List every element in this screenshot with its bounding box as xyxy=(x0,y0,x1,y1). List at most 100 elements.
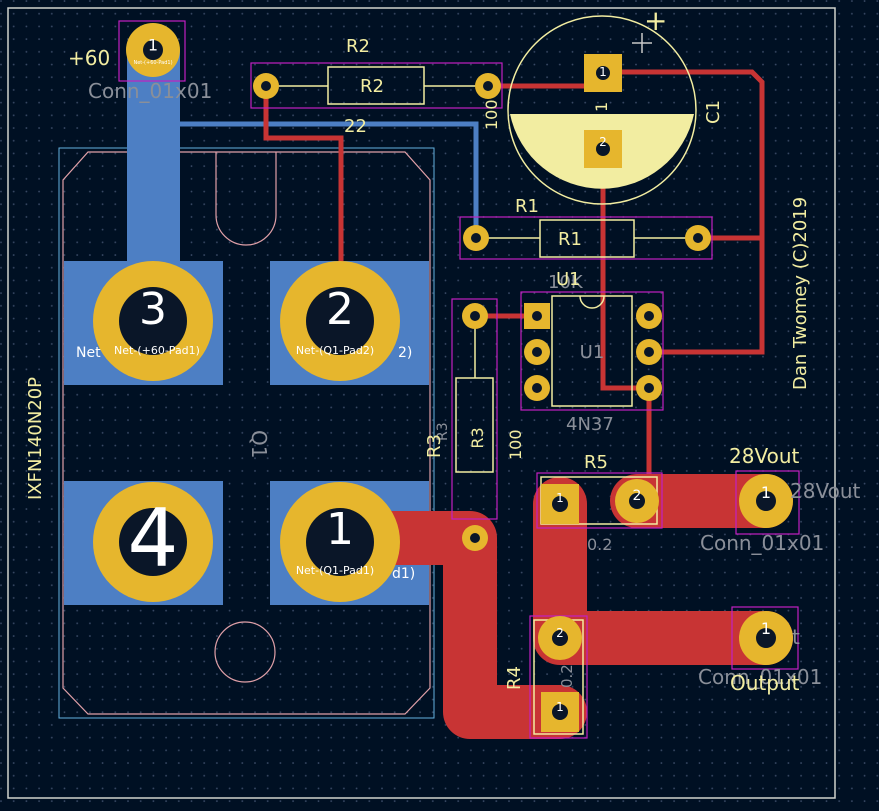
silk-q1-value: IXFN140N20P xyxy=(25,377,46,500)
pad-c1-2-hole xyxy=(596,142,610,156)
fab-r3-body: R3 xyxy=(468,427,487,448)
pad-u1-2-hole xyxy=(532,347,542,357)
pad-q1-3-hole xyxy=(119,287,187,355)
courtyard-r2 xyxy=(250,62,503,109)
q1-footprint[interactable] xyxy=(58,147,435,719)
silk-output-label: Output xyxy=(730,671,800,695)
q1-net1-suffix: d1) xyxy=(392,566,415,582)
silk-r4-ref: R4 xyxy=(504,666,525,690)
q1-pad2-number: 2 xyxy=(326,284,354,335)
fab-text: Conn_01x01 R2 22 100 R1 10K U1 4N37 R3 1… xyxy=(88,76,860,689)
r5-pad1-number: 1 xyxy=(556,491,564,505)
q1-mounting-hole xyxy=(214,621,276,683)
fab-r2-value-side: 100 xyxy=(482,99,501,130)
courtyard-r4 xyxy=(529,615,588,739)
pad-r2-2-hole xyxy=(483,81,493,91)
courtyard-28vout xyxy=(735,470,800,535)
pad-u1-6-hole xyxy=(644,311,654,321)
fab-u1-value: 4N37 xyxy=(566,414,614,435)
fab-r1-value: 10K xyxy=(548,272,584,293)
pad-28vout-1-hole xyxy=(756,491,776,511)
pad-r5-2-hole xyxy=(629,493,645,509)
silk-r3-ref: R3 xyxy=(424,434,445,458)
pad-u1-1-hole xyxy=(532,311,542,321)
fab-r5-value: 0.2 xyxy=(587,535,612,554)
q1-net3-label: Net-(+60-Pad1) xyxy=(114,344,200,357)
plus60-pad-number: 1 xyxy=(148,36,158,55)
pad-r1-1-hole xyxy=(471,233,481,243)
q1-net3-prefix: Net xyxy=(76,345,101,361)
pad-r5-1-hole xyxy=(552,496,568,512)
q1-courtyard xyxy=(58,147,435,719)
q1-net1-label: Net-(Q1-Pad1) xyxy=(296,564,374,577)
silk-plus60: +60 xyxy=(68,46,110,70)
pad-output-1-hole xyxy=(756,628,776,648)
28vout-pad-number: 1 xyxy=(761,483,771,502)
u1-notch xyxy=(579,295,605,309)
fab-output-partial: t xyxy=(792,625,800,649)
pad-r2-1-hole xyxy=(261,81,271,91)
pad-r4-2-hole xyxy=(552,630,568,646)
pad-q1-2-hole xyxy=(306,287,374,355)
silk-u1-ref: U1 xyxy=(556,269,581,290)
fab-conn-28v-ref: 28Vout xyxy=(790,479,860,503)
trace-r1-to-u1-pin5 xyxy=(649,238,765,355)
pad-q1-4-hole xyxy=(119,508,187,576)
silk-c1-ref: C1 xyxy=(703,100,724,124)
fab-r3-value: 100 xyxy=(506,429,525,460)
output-pad-number: 1 xyxy=(761,619,771,638)
silk-r1-ref: R1 xyxy=(515,196,539,217)
silk-author: Dan Twomey (C)2019 xyxy=(790,197,811,390)
q1-pad4-number: 4 xyxy=(128,492,179,585)
fab-conn-output: Conn_01x01 xyxy=(698,665,822,689)
c1-pad1-number: 1 xyxy=(599,65,607,79)
pad-u1-4-hole xyxy=(644,383,654,393)
board-edge-cuts xyxy=(7,7,836,799)
pad-u1-3-hole xyxy=(532,383,542,393)
plus60-pad-net: Net-(+60-Pad1) xyxy=(133,60,172,66)
fab-r2-body: R2 xyxy=(360,76,384,97)
q1-net2-label: Net-(Q1-Pad2) xyxy=(296,344,374,357)
pad-r1-2-hole xyxy=(693,233,703,243)
courtyard-plus60 xyxy=(118,20,186,82)
u1-body-silk xyxy=(551,295,633,407)
silk-28vout-label: 28Vout xyxy=(729,444,799,468)
pad-labels: 3 2 4 1 Net Net-(+60-Pad1) Net-(Q1-Pad2)… xyxy=(76,36,771,715)
courtyard-u1 xyxy=(520,291,664,411)
fab-conn-top-left: Conn_01x01 xyxy=(88,79,212,103)
pad-u1-5-hole xyxy=(644,347,654,357)
fab-r4-value: 0.2 xyxy=(558,664,576,688)
r5-pad2-number: 2 xyxy=(633,488,642,504)
fab-q1-ref: Q1 xyxy=(247,430,271,458)
c1-outline xyxy=(507,15,697,205)
pad-q1-1-hole xyxy=(306,508,374,576)
q1-pad3-number: 3 xyxy=(139,284,167,335)
fab-r3-ref-small: R3 xyxy=(435,422,451,441)
pad-r3-2-hole xyxy=(470,533,480,543)
fab-r2-value: 22 xyxy=(344,116,367,137)
fab-r1-body: R1 xyxy=(558,229,582,250)
fab-conn-28v: Conn_01x01 xyxy=(700,531,824,555)
q1-body-outline xyxy=(62,151,431,715)
silk-c1-plus-mark: + xyxy=(644,4,667,37)
courtyard-r5 xyxy=(536,472,663,529)
trace-c1-to-u1-pin4 xyxy=(600,150,649,391)
q1-net2-suffix: 2) xyxy=(398,345,412,361)
trace-back-r2-to-r1 xyxy=(180,121,479,238)
c1-pad2-number: 2 xyxy=(599,135,607,149)
silk-r5-ref: R5 xyxy=(584,452,608,473)
trace-back-plus60-to-q1 xyxy=(127,50,180,270)
courtyard-r1 xyxy=(459,216,713,260)
fab-c1-pad1: 1 xyxy=(592,102,611,112)
q1-mounting-notch xyxy=(215,152,277,246)
trace-r2-to-q1-pad2 xyxy=(263,86,344,290)
courtyards xyxy=(118,20,800,739)
pad-plus60-1-hole xyxy=(143,40,163,60)
q1-pad1-number: 1 xyxy=(326,504,354,555)
trace-c1-to-r1 xyxy=(603,69,765,241)
pad-c1-1-hole xyxy=(596,66,610,80)
fab-u1-body: U1 xyxy=(580,342,605,363)
courtyard-output xyxy=(731,606,799,670)
r4-pad1-number: 1 xyxy=(556,700,564,714)
